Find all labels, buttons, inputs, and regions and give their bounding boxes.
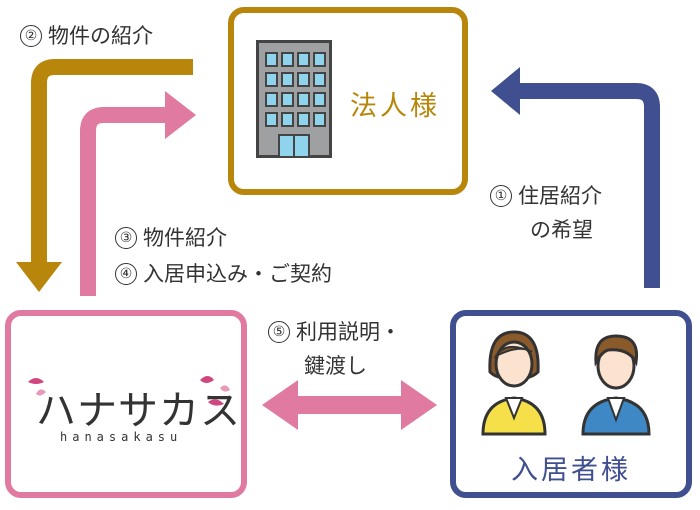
man-icon — [581, 334, 651, 436]
arrow-corp-to-hanasakasu — [16, 59, 193, 292]
step-5-number: ⑤ — [268, 321, 290, 343]
hanasakasu-logo-subtext: hanasakasu — [60, 430, 183, 444]
step-1-text-line1: 住居紹介 — [518, 184, 602, 208]
double-arrow-hanasakasu-residents — [262, 380, 437, 430]
step-3-text: 物件紹介 — [143, 226, 227, 250]
step-5-text-line2: 鍵渡し — [304, 354, 367, 378]
step-3-number: ③ — [115, 227, 137, 249]
step-2-text: 物件の紹介 — [48, 24, 153, 48]
hanasakasu-logo: ハナサカス — [36, 388, 241, 434]
hanasakasu-box — [5, 310, 247, 498]
residents-label: 入居者様 — [511, 455, 631, 486]
arrow-residents-to-corp — [491, 67, 660, 288]
step-3-label: ③ 物件紹介 — [115, 222, 227, 252]
arrow-hanasakasu-to-corp — [80, 91, 196, 296]
petal-decoration-icon — [28, 376, 230, 406]
step-2-label: ② 物件の紹介 — [20, 20, 153, 50]
two-people-icon — [481, 330, 651, 436]
step-1-text-line2: の希望 — [530, 218, 593, 242]
step-4-label: ④ 入居申込み・ご契約 — [115, 258, 332, 288]
residents-box — [450, 310, 692, 498]
woman-icon — [481, 330, 547, 436]
step-2-number: ② — [20, 25, 42, 47]
step-1-label: ① 住居紹介 — [490, 180, 602, 210]
step-5-label: ⑤ 利用説明・ — [268, 316, 401, 346]
office-building-icon — [256, 40, 332, 158]
step-4-number: ④ — [115, 263, 137, 285]
step-4-text: 入居申込み・ご契約 — [143, 262, 332, 286]
corporation-label: 法人様 — [350, 91, 440, 122]
step-1-number: ① — [490, 185, 512, 207]
step-5-text-line1: 利用説明・ — [296, 320, 401, 344]
